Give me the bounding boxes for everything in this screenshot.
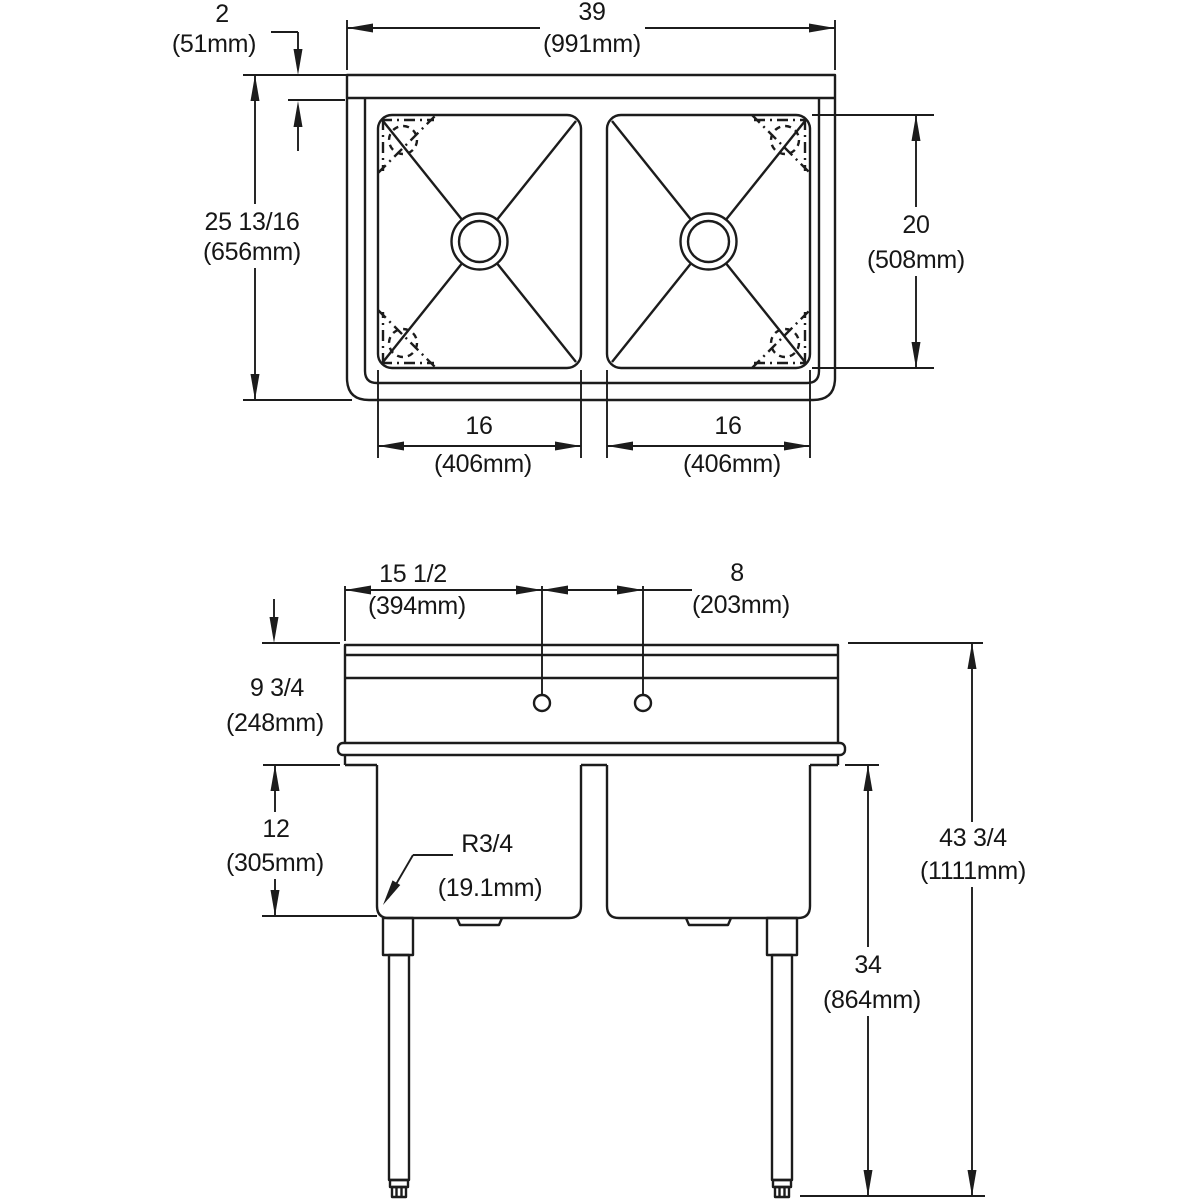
dim-bowl-depth-mm: (305mm) xyxy=(226,849,324,877)
dim-faucet-offset: 15 1/2 (394mm) xyxy=(344,560,542,641)
faucet-hole-right xyxy=(633,693,653,713)
dim-bowl-front-back: 20 (508mm) xyxy=(812,114,965,369)
dim-splash-to-rim: 9 3/4 (248mm) xyxy=(226,599,340,766)
dim-underside-height-in: 34 xyxy=(854,951,882,979)
dim-rear-edge-mm: (51mm) xyxy=(172,30,256,58)
dim-bowl-depth-in: 12 xyxy=(262,815,289,843)
dim-bowl1-width-mm: (406mm) xyxy=(434,450,532,478)
dim-corner-radius: R3/4 (19.1mm) xyxy=(383,830,543,905)
front-body-outline xyxy=(343,643,840,743)
dim-overall-height: 43 3/4 (1111mm) xyxy=(848,642,1026,1196)
corner-detail-top-right xyxy=(751,114,811,174)
dim-bowl2-width-mm: (406mm) xyxy=(683,450,781,478)
dim-splash-to-rim-mm: (248mm) xyxy=(226,709,324,737)
dim-faucet-offset-mm: (394mm) xyxy=(368,592,466,620)
dim-bowl-depth: 12 (305mm) xyxy=(226,765,377,917)
dim-overall-height-in: 43 3/4 xyxy=(939,824,1007,852)
left-bowl-drain-strainer-icon xyxy=(450,212,509,271)
dim-corner-radius-mm: (19.1mm) xyxy=(438,874,543,902)
corner-detail-bottom-left xyxy=(377,309,437,369)
corner-detail-bottom-right xyxy=(751,309,811,369)
dim-overall-width: 39 (991mm) xyxy=(346,0,836,70)
dim-splash-to-rim-in: 9 3/4 xyxy=(250,674,304,702)
dim-faucet-spacing-in: 8 xyxy=(730,559,744,587)
plan-view xyxy=(345,73,837,402)
left-adjustable-foot xyxy=(390,1185,408,1199)
dim-corner-radius-in: R3/4 xyxy=(461,830,513,858)
dim-bowl1-width-in: 16 xyxy=(465,412,492,440)
faucet-hole-left xyxy=(532,693,552,713)
dim-bowl-front-back-in: 20 xyxy=(902,211,929,239)
right-bowl-drain-fitting xyxy=(684,917,733,927)
dim-overall-depth: 25 13/16 (656mm) xyxy=(203,75,352,401)
plan-outer-outline xyxy=(345,73,837,402)
plan-dimensions: 39 (991mm) 2 (51mm) 25 13/16 (656mm) xyxy=(172,0,965,478)
dim-rear-edge: 2 (51mm) xyxy=(172,0,347,151)
dim-bowl1-width: 16 (406mm) xyxy=(377,370,582,478)
right-leg xyxy=(765,916,799,1199)
dim-faucet-spacing-mm: (203mm) xyxy=(692,591,790,619)
dim-bowl-front-back-mm: (508mm) xyxy=(867,246,965,274)
front-left-bowl xyxy=(375,765,583,920)
dim-faucet-offset-in: 15 1/2 xyxy=(379,560,447,588)
dim-bowl2-width-in: 16 xyxy=(714,412,741,440)
corner-detail-top-left xyxy=(377,114,437,174)
right-adjustable-foot xyxy=(773,1185,791,1199)
front-dimensions: 15 1/2 (394mm) 8 (203mm) 9 3/4 (248mm) xyxy=(226,559,1026,1197)
front-rim xyxy=(336,741,847,757)
front-view xyxy=(336,643,847,1199)
right-bowl-drain-strainer-icon xyxy=(679,212,738,271)
dim-overall-depth-mm: (656mm) xyxy=(203,238,301,266)
dim-rear-edge-in: 2 xyxy=(215,0,229,28)
dim-faucet-spacing: 8 (203mm) xyxy=(542,559,790,619)
left-leg xyxy=(381,916,415,1199)
dim-underside-height: 34 (864mm) xyxy=(823,764,921,1196)
dim-overall-depth-in: 25 13/16 xyxy=(205,208,300,236)
front-right-bowl xyxy=(605,765,812,920)
left-bowl-drain-fitting xyxy=(455,917,504,927)
dim-overall-height-mm: (1111mm) xyxy=(920,857,1026,885)
dim-underside-height-mm: (864mm) xyxy=(823,986,921,1014)
dim-overall-width-in: 39 xyxy=(578,0,605,26)
dim-overall-width-mm: (991mm) xyxy=(543,30,641,58)
plan-deck-inner xyxy=(363,98,821,385)
dim-bowl2-width: 16 (406mm) xyxy=(606,370,811,478)
